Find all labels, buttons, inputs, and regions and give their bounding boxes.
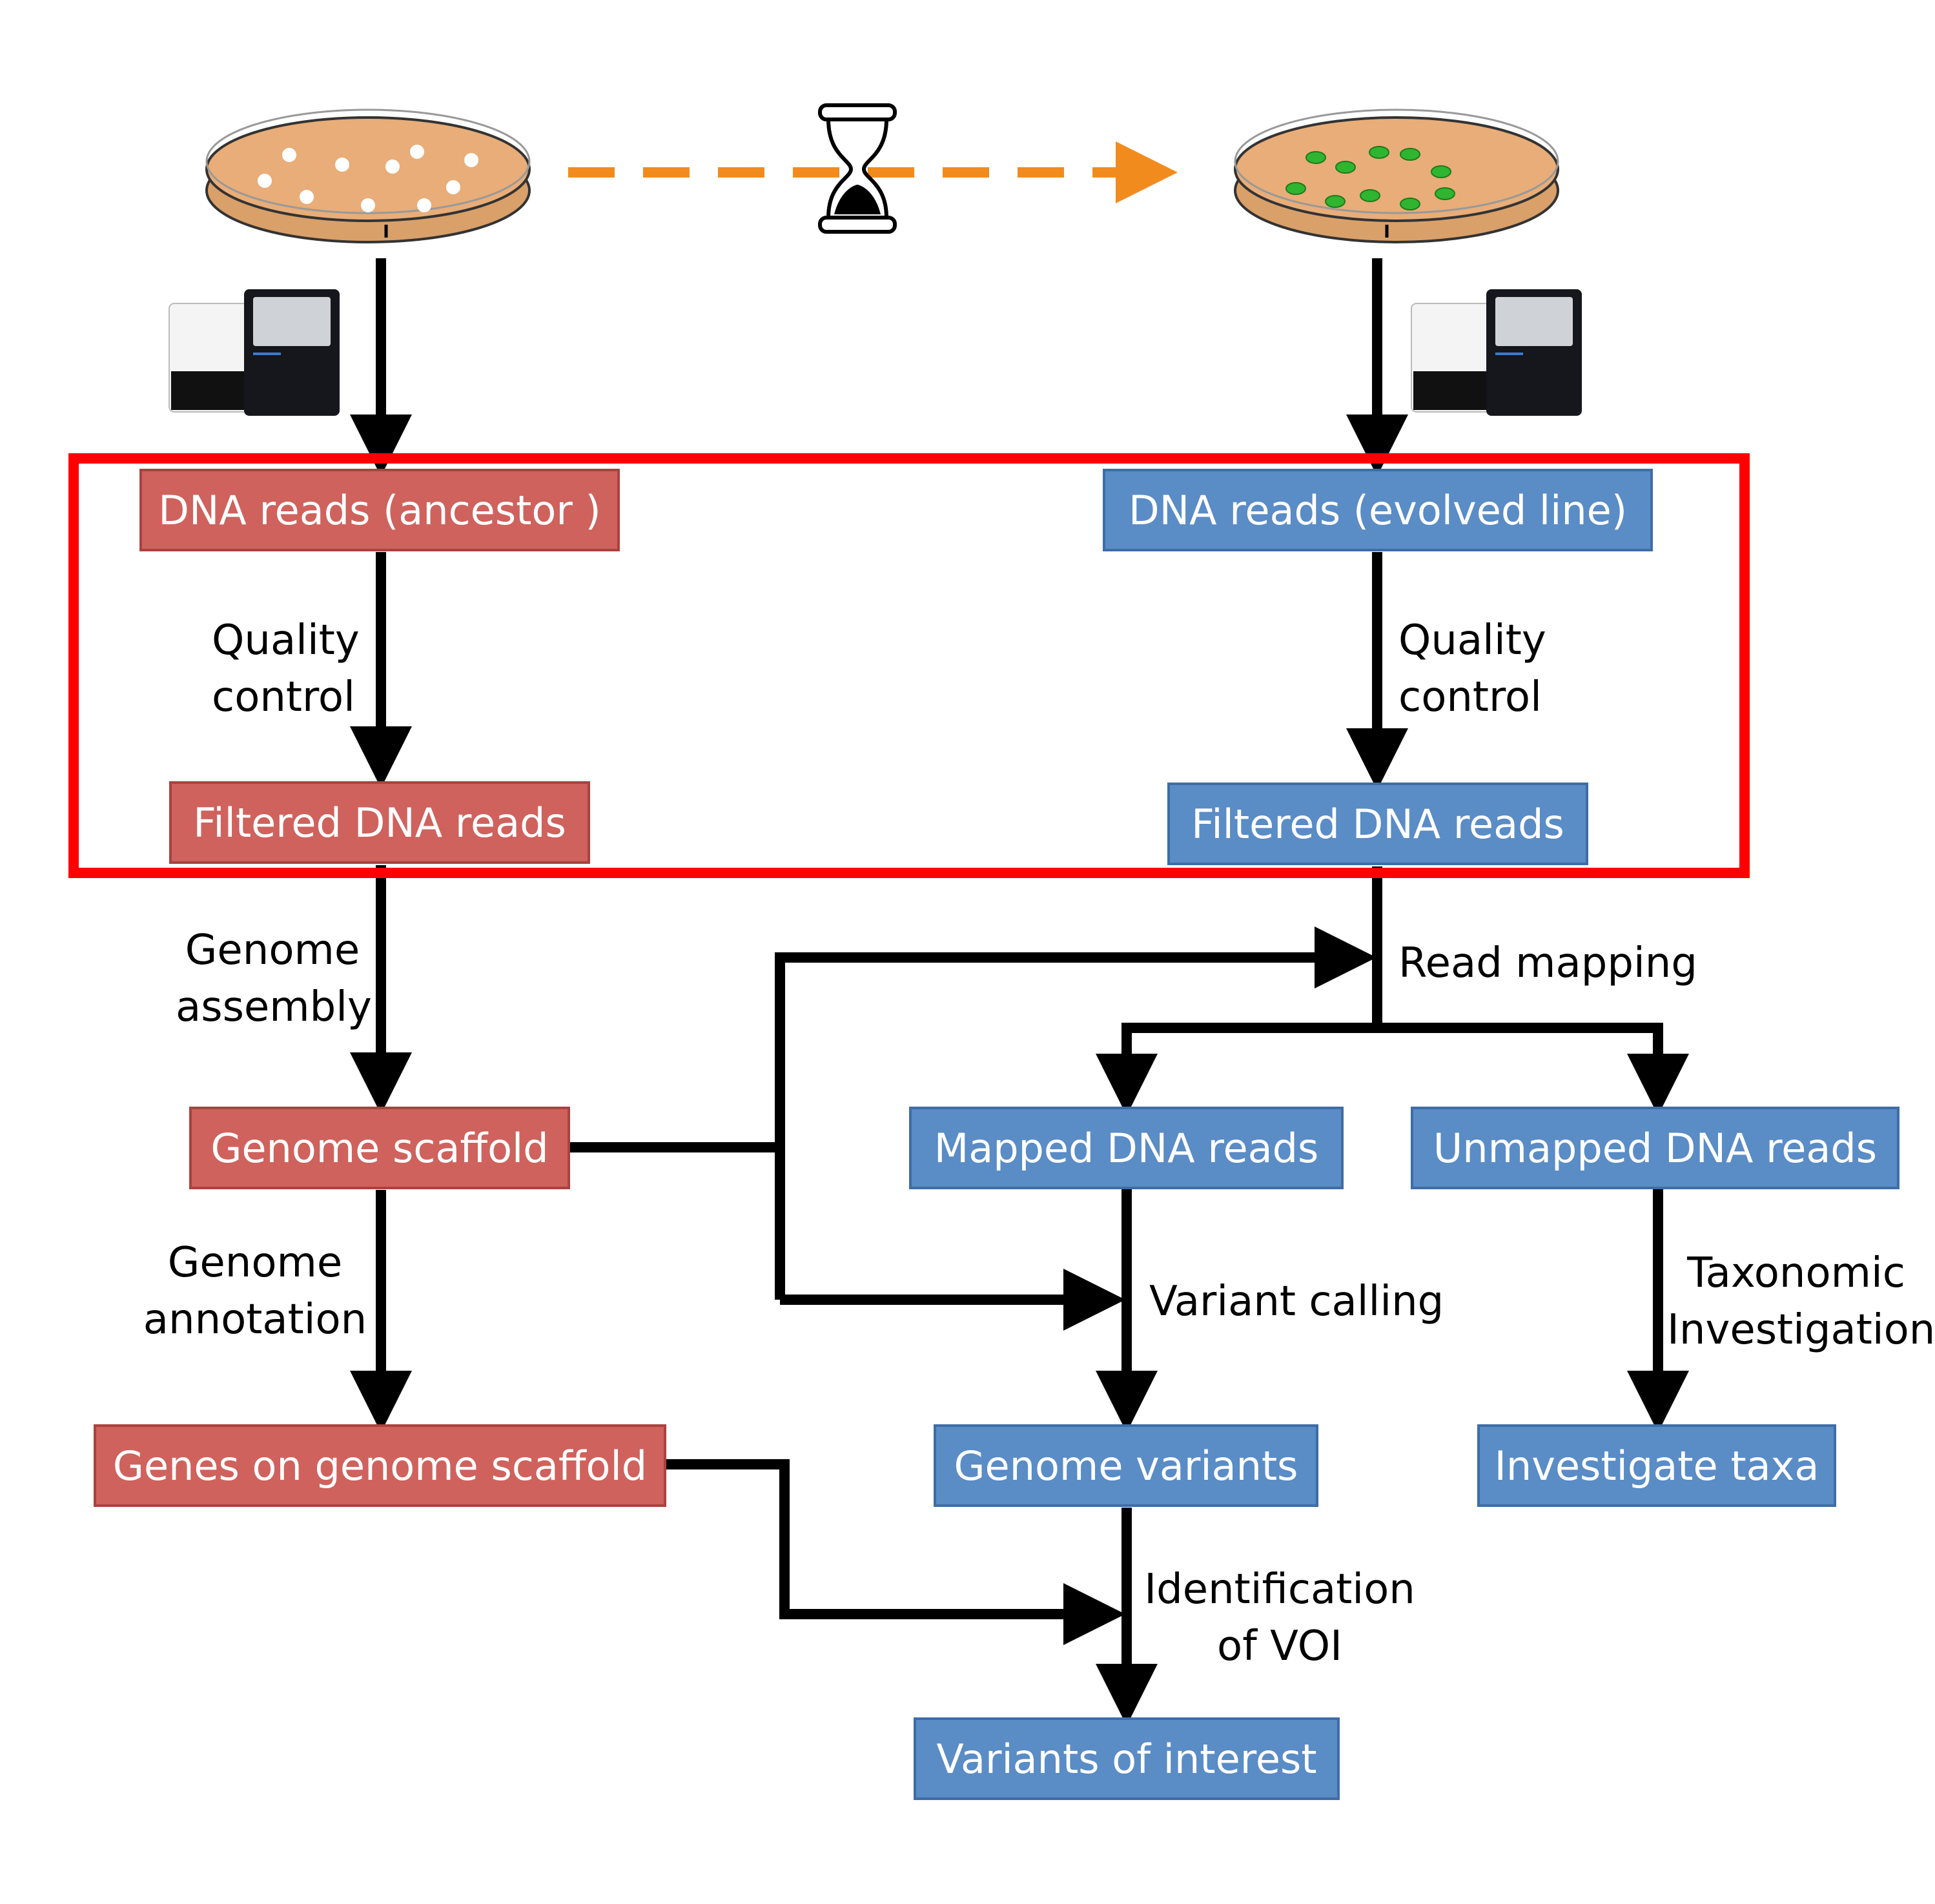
dna-sequencer-icon: [1411, 289, 1582, 416]
ancestor-colonies: [258, 145, 478, 212]
box-dna-reads-evolved: DNA reads (evolved line): [1103, 469, 1653, 551]
label-genome-assembly-line2: assembly: [176, 983, 372, 1031]
label-genome-annotation-line1: Genome: [167, 1239, 343, 1287]
scaffold-to-read-mapping: [775, 926, 1377, 1300]
label-qc-ancestor-line1: Quality: [212, 617, 360, 664]
label-variant-calling: Variant calling: [1149, 1278, 1444, 1326]
box-genes-on-scaffold: Genes on genome scaffold: [94, 1424, 666, 1507]
evolved-colonies: [1285, 146, 1455, 210]
label-taxonomic-line2: Investigation: [1667, 1306, 1935, 1354]
label-genome-annotation-line2: annotation: [143, 1296, 367, 1344]
evolved-petri-dish-icon: [1234, 108, 1559, 243]
label-genome-assembly: Genome assembly: [176, 922, 372, 1036]
label-taxonomic-investigation: Taxonomic Investigation: [1667, 1245, 1935, 1358]
hourglass-icon: [818, 103, 897, 234]
box-investigate-taxa: Investigate taxa: [1477, 1424, 1836, 1507]
label-qc-evolved-line1: Quality: [1398, 617, 1546, 664]
box-filtered-reads-ancestor: Filtered DNA reads: [169, 781, 590, 864]
label-qc-evolved: Quality control: [1398, 612, 1546, 726]
label-identification-voi: Identification of VOI: [1144, 1561, 1415, 1675]
box-genome-variants: Genome variants: [934, 1424, 1318, 1507]
box-dna-reads-ancestor: DNA reads (ancestor ): [139, 469, 620, 551]
label-qc-evolved-line2: control: [1398, 673, 1542, 721]
box-filtered-reads-evolved: Filtered DNA reads: [1167, 783, 1588, 865]
label-qc-ancestor: Quality control: [212, 612, 360, 726]
read-mapping-split: [1121, 1023, 1663, 1105]
ancestor-petri-dish-icon: [205, 108, 531, 243]
label-identification-line1: Identification: [1144, 1566, 1415, 1613]
box-mapped-reads: Mapped DNA reads: [909, 1107, 1344, 1189]
label-genome-assembly-line1: Genome: [185, 926, 360, 974]
box-genome-scaffold: Genome scaffold: [189, 1107, 570, 1189]
label-read-mapping: Read mapping: [1398, 939, 1697, 987]
dna-sequencer-icon: [169, 289, 340, 416]
label-identification-line2: of VOI: [1217, 1622, 1342, 1670]
label-genome-annotation: Genome annotation: [142, 1234, 368, 1348]
highlight-frame: [68, 453, 1750, 878]
label-taxonomic-line1: Taxonomic: [1687, 1249, 1905, 1297]
genes-to-voi: [665, 1459, 1125, 1645]
box-variants-of-interest: Variants of interest: [914, 1717, 1340, 1800]
box-unmapped-reads: Unmapped DNA reads: [1411, 1107, 1899, 1189]
label-qc-ancestor-line2: control: [212, 673, 355, 721]
